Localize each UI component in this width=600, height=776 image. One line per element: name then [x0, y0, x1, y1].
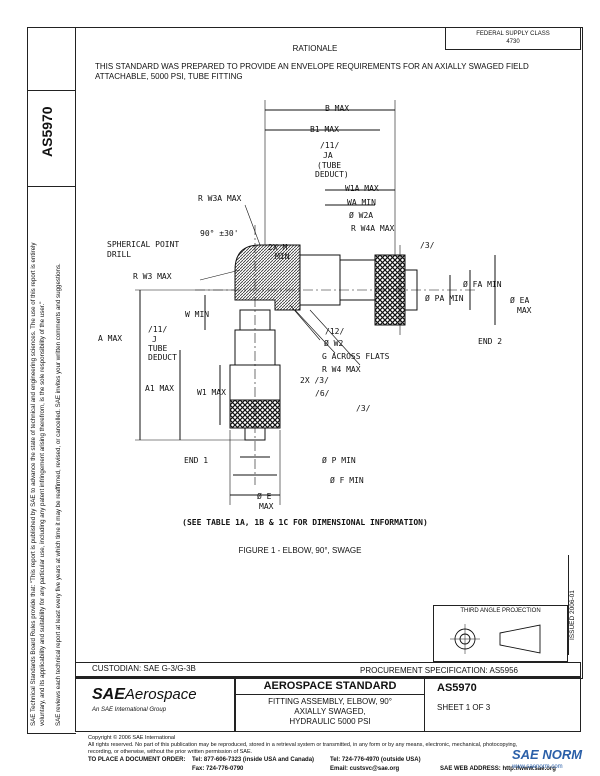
left-column — [27, 27, 76, 734]
fax: Fax: 724-776-0790 — [192, 766, 244, 772]
tel-inside: Tel: 877-606-7323 (inside USA and Canada… — [192, 757, 315, 763]
label-tube-deduct-top-j: JA — [323, 151, 333, 160]
procurement: PROCUREMENT SPECIFICATION: AS5956 — [360, 666, 518, 675]
label-f-min: Ø F MIN — [330, 476, 364, 485]
label-ref-3-bot: /3/ — [356, 404, 371, 413]
label-2x-3: 2X /3/ — [300, 376, 329, 385]
side-text-2: voluntary, and its applicability and sui… — [39, 301, 46, 726]
label-pa-min: Ø PA MIN — [425, 294, 464, 303]
label-angle: 90° ±30' — [200, 229, 239, 238]
side-text-1: SAE Technical Standards Board Rules prov… — [30, 242, 37, 727]
third-angle-symbol — [450, 624, 541, 654]
label-e-max-2: MAX — [259, 502, 274, 511]
label-2x-m: 2X M — [268, 243, 288, 252]
desc-line1: FITTING ASSEMBLY, ELBOW, 90° — [268, 697, 392, 706]
label-b-max: B MAX — [325, 104, 350, 113]
label-ea-max-2: MAX — [517, 306, 532, 315]
label-end-1: END 1 — [184, 456, 209, 465]
label-a-max: A MAX — [98, 334, 123, 343]
watermark-text: SAE NORM — [512, 747, 583, 762]
custodian: CUSTODIAN: SAE G-3/G-3B — [92, 664, 196, 673]
order-label: TO PLACE A DOCUMENT ORDER: — [88, 757, 186, 763]
custodian-row — [75, 662, 581, 677]
label-w1-max: W1 MAX — [197, 388, 226, 397]
label-a1-max: A1 MAX — [145, 384, 174, 393]
label-p-min: Ø P MIN — [322, 456, 356, 465]
aerospace-brand: Aerospace — [124, 686, 197, 703]
drawing-frame — [75, 27, 583, 679]
label-deduct-j: J — [152, 335, 157, 344]
rights-2: recording, or otherwise, without the pri… — [88, 749, 253, 755]
label-ref-3-top: /3/ — [420, 241, 435, 250]
label-g-across: G ACROSS FLATS — [322, 352, 390, 361]
label-b1-max: B1 MAX — [310, 125, 339, 134]
sae-logo: SAEAerospace — [92, 686, 197, 704]
label-ref-12: /12/ — [325, 327, 345, 336]
sae-brand: SAE — [92, 686, 125, 703]
doc-number-vertical: AS5970 — [39, 106, 55, 157]
revision-text: ISSUED 2006-01 — [569, 590, 576, 640]
sheet-doc-number: AS5970 — [437, 682, 477, 694]
label-r-w4a-max: R W4A MAX — [351, 224, 395, 233]
fsc-line2: 4730 — [506, 39, 520, 45]
third-angle-label: THIRD ANGLE PROJECTION — [460, 608, 541, 614]
aerospace-standard-title: AEROSPACE STANDARD — [235, 680, 425, 695]
label-r-w3-max: R W3 MAX — [133, 272, 172, 281]
label-ea-max-1: Ø EA — [510, 296, 530, 305]
label-deduct-tube: TUBE — [148, 344, 168, 353]
label-w2: Ø W2 — [324, 339, 344, 348]
label-w1a-max: W1A MAX — [345, 184, 379, 193]
doc-number-box: AS5970 — [27, 90, 75, 187]
label-wa-min: WA MIN — [347, 198, 376, 207]
label-r-w4-max: R W4 MAX — [322, 365, 361, 374]
watermark-url: www.saenorm.com — [512, 764, 563, 770]
rights-1: All rights reserved. No part of this pub… — [88, 742, 518, 748]
rationale-title: RATIONALE — [292, 44, 338, 53]
label-e-max-1: Ø E — [257, 492, 272, 501]
third-angle-box — [433, 605, 568, 662]
label-ref-6: /6/ — [315, 389, 330, 398]
tel-outside: Tel: 724-776-4970 (outside USA) — [330, 757, 421, 763]
label-2x-m-min: MIN — [275, 252, 290, 261]
label-tube-deduct-top-1: (TUBE — [317, 161, 342, 170]
brand-cell — [75, 677, 235, 732]
label-r-w3a-max: R W3A MAX — [198, 194, 242, 203]
label-deduct-11: /11/ — [148, 325, 168, 334]
label-deduct-deduct: DEDUCT — [148, 353, 177, 362]
fsc-box — [445, 27, 581, 50]
sheet-number: SHEET 1 OF 3 — [437, 703, 491, 712]
label-tube-deduct-top-ref: /11/ — [320, 141, 340, 150]
label-w2a: Ø W2A — [349, 211, 374, 220]
web-address: SAE WEB ADDRESS: http://www.sae.org — [440, 766, 556, 772]
label-w-min: W MIN — [185, 310, 210, 319]
rationale-text: THIS STANDARD WAS PREPARED TO PROVIDE AN… — [95, 62, 529, 81]
see-table-note: (SEE TABLE 1A, 1B & 1C FOR DIMENSIONAL I… — [182, 518, 428, 527]
label-end-2: END 2 — [478, 337, 503, 346]
desc-line2: AXIALLY SWAGED, — [294, 707, 366, 716]
label-fa-min: Ø FA MIN — [463, 280, 502, 289]
figure-caption: FIGURE 1 - ELBOW, 90°, SWAGE — [238, 546, 362, 555]
title-cell — [235, 677, 425, 732]
revision-strip — [568, 555, 582, 655]
label-spherical-2: DRILL — [107, 250, 132, 259]
brand-sub: An SAE International Group — [92, 707, 167, 713]
copyright: Copyright © 2006 SAE International — [88, 735, 176, 741]
label-spherical-1: SPHERICAL POINT — [107, 240, 180, 249]
desc-line3: HYDRAULIC 5000 PSI — [289, 717, 371, 726]
email: Email: custsvc@sae.org — [330, 766, 400, 772]
fsc-line1: FEDERAL SUPPLY CLASS — [476, 31, 550, 37]
label-tube-deduct-top-2: DEDUCT) — [315, 170, 349, 179]
side-text-3: SAE reviews each technical report at lea… — [55, 263, 62, 726]
watermark: SAE NORM www.saenorm.com — [512, 746, 600, 776]
elbow-drawing — [135, 100, 496, 505]
